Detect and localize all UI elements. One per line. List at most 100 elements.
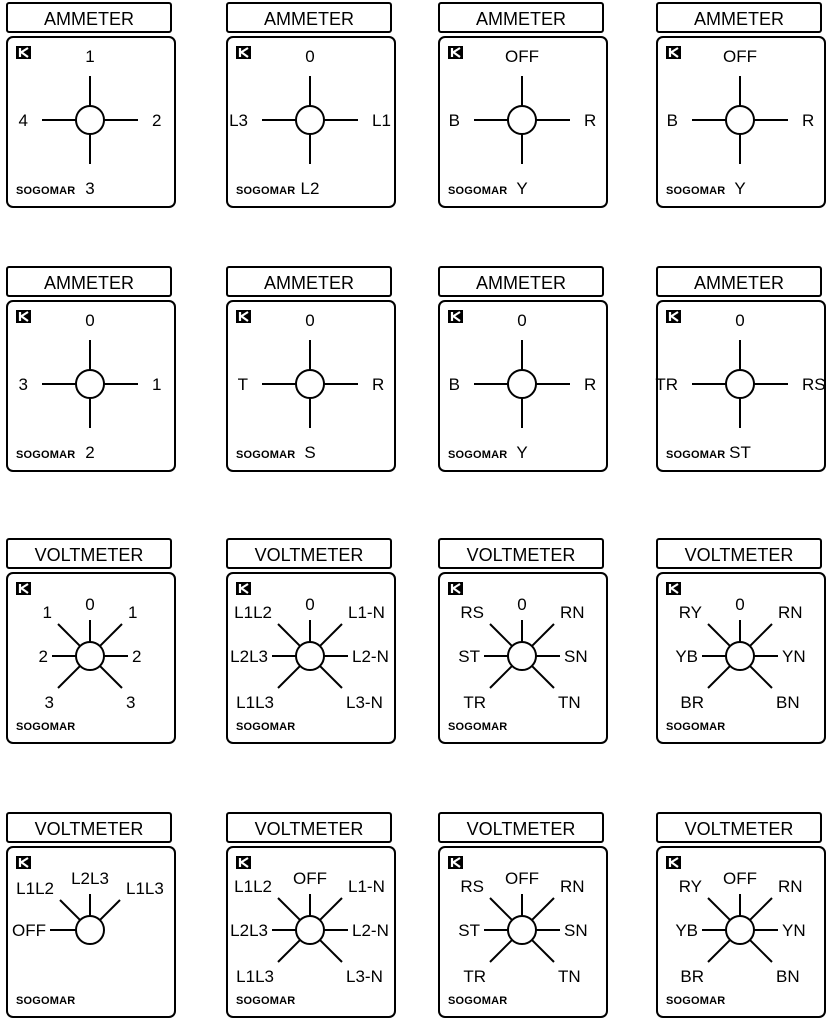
rotary-knob: [75, 641, 105, 671]
contact-arm-ll: [707, 939, 731, 963]
k-logo-icon: [448, 46, 463, 59]
position-label-left: L2L3: [230, 921, 268, 940]
contact-arm-ul: [277, 897, 301, 921]
position-label-right: 1: [152, 375, 161, 394]
contact-arm-ur: [531, 897, 555, 921]
position-label-ur: L1L3: [126, 879, 164, 898]
contact-arm-ul: [489, 623, 513, 647]
position-label-top: OFF: [505, 869, 539, 888]
position-label-ul: L1L2: [234, 877, 272, 896]
position-label-ur: RN: [778, 603, 803, 622]
position-label-top: 0: [735, 595, 744, 614]
contact-arm-lr: [749, 665, 773, 689]
position-label-ul: L1L2: [16, 879, 54, 898]
position-label-left: B: [449, 111, 460, 130]
k-logo-icon: [236, 310, 251, 323]
k-logo-icon: [666, 46, 681, 59]
plate-title: VOLTMETER: [226, 812, 392, 843]
rotary-knob: [75, 369, 105, 399]
position-label-lr: L3-N: [346, 967, 383, 986]
position-label-ur: RN: [560, 603, 585, 622]
position-label-bottom: ST: [729, 443, 751, 462]
position-label-left: TR: [655, 375, 678, 394]
position-label-right: L2-N: [352, 647, 389, 666]
position-label-ll: 3: [45, 693, 54, 712]
position-label-top: OFF: [723, 869, 757, 888]
k-logo-icon: [666, 856, 681, 869]
brand-logo: SOGOMAR: [666, 185, 725, 197]
plate-title: VOLTMETER: [656, 812, 822, 843]
position-label-right: R: [584, 111, 596, 130]
position-label-top: 0: [305, 595, 314, 614]
contact-arm-ur: [99, 623, 123, 647]
position-label-top: 1: [85, 47, 94, 66]
contact-arm-ul: [59, 899, 81, 921]
position-label-ur: L1-N: [348, 603, 385, 622]
position-label-right: 2: [152, 111, 161, 130]
position-label-left: B: [667, 111, 678, 130]
rotary-knob: [507, 641, 537, 671]
rotary-knob: [507, 369, 537, 399]
contact-arm-ur: [319, 623, 343, 647]
k-logo-icon: [16, 856, 31, 869]
plate-title: VOLTMETER: [438, 812, 604, 843]
rotary-knob: [75, 915, 105, 945]
contact-arm-ur: [749, 623, 773, 647]
position-label-ll: TR: [463, 693, 486, 712]
brand-logo: SOGOMAR: [448, 449, 507, 461]
position-label-left: ST: [458, 921, 480, 940]
contact-arm-lr: [531, 665, 555, 689]
rotary-knob: [507, 105, 537, 135]
plate-title: VOLTMETER: [226, 538, 392, 569]
position-label-top: 0: [85, 595, 94, 614]
k-logo-icon: [16, 46, 31, 59]
position-label-left: L3: [229, 111, 248, 130]
rotary-knob: [295, 641, 325, 671]
position-label-ul: RS: [460, 603, 484, 622]
position-label-top: 0: [517, 595, 526, 614]
contact-arm-ul: [707, 623, 731, 647]
position-label-bottom: 2: [85, 443, 94, 462]
plate-title: AMMETER: [438, 2, 604, 33]
brand-logo: SOGOMAR: [236, 721, 295, 733]
position-label-left: YB: [675, 921, 698, 940]
contact-arm-ll: [277, 665, 301, 689]
brand-logo: SOGOMAR: [448, 721, 507, 733]
plate-title: VOLTMETER: [6, 812, 172, 843]
brand-logo: SOGOMAR: [666, 449, 725, 461]
position-label-ul: 1: [43, 603, 52, 622]
rotary-knob: [725, 369, 755, 399]
position-label-lr: TN: [558, 693, 581, 712]
plate-title: AMMETER: [6, 2, 172, 33]
plate-title: AMMETER: [656, 266, 822, 297]
rotary-knob: [295, 105, 325, 135]
position-label-top: OFF: [723, 47, 757, 66]
brand-logo: SOGOMAR: [448, 185, 507, 197]
position-label-top: OFF: [505, 47, 539, 66]
